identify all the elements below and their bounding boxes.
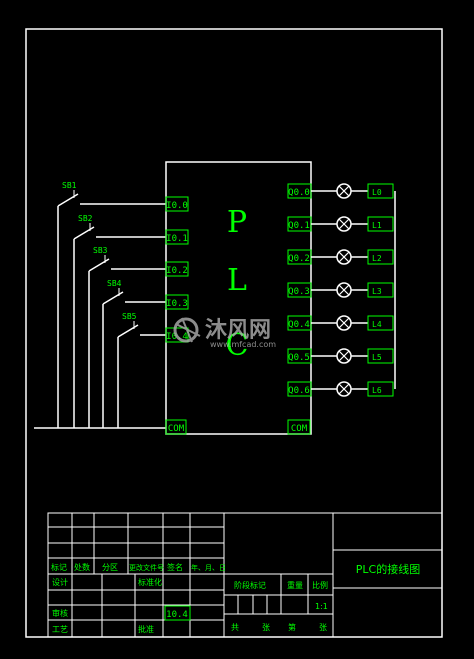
lamp-label-box-3 bbox=[367, 282, 394, 298]
weight: 重量 bbox=[287, 580, 303, 590]
lamp-label-box-5 bbox=[367, 348, 394, 364]
rev-header-zone: 分区 bbox=[102, 563, 118, 572]
rev-header-count: 处数 bbox=[74, 562, 90, 572]
lamp-label-1: L1 bbox=[372, 221, 382, 230]
lamp-cross-b-3 bbox=[338, 284, 350, 296]
title-block-text: 标记 处数 分区 更改文件号 签名 年、月、日 设计 标准化 审核 工艺 批准 … bbox=[51, 562, 420, 634]
row-standard: 标准化 bbox=[138, 577, 162, 587]
output-terminal-label-1: Q0.1 bbox=[288, 221, 310, 231]
rev-header-doc: 更改文件号 bbox=[129, 563, 164, 572]
lamp-cross-b-4 bbox=[338, 317, 350, 329]
row-approve: 批准 bbox=[138, 624, 154, 634]
watermark-url: www.mfcad.com bbox=[210, 340, 276, 349]
input-terminal-label-2: I0.2 bbox=[166, 266, 188, 276]
lamp-label-3: L3 bbox=[372, 287, 382, 296]
com-left-label: COM bbox=[168, 424, 185, 434]
row-review: 审核 bbox=[52, 608, 68, 618]
plc-letter-p: P bbox=[227, 205, 247, 240]
switch-contact-1 bbox=[73, 226, 95, 240]
watermark: 沐风网 www.mfcad.com bbox=[173, 317, 276, 349]
input-terminal-box-0 bbox=[165, 196, 189, 212]
lamp-cross-b-5 bbox=[338, 350, 350, 362]
lamp-label-box-0 bbox=[367, 183, 394, 199]
lamp-cross-b-2 bbox=[338, 251, 350, 263]
lamp-label-box-6 bbox=[367, 381, 394, 397]
sheet-label-2: 张 bbox=[319, 623, 327, 632]
rev-header-mark: 标记 bbox=[51, 562, 67, 572]
output-terminal-label-6: Q0.6 bbox=[288, 386, 310, 396]
scale: 比例 bbox=[312, 580, 328, 590]
switch-label-3: SB4 bbox=[107, 279, 122, 288]
input-terminal-box-2 bbox=[165, 261, 189, 277]
switch-contact-0 bbox=[57, 193, 79, 207]
lamp-label-4: L4 bbox=[372, 320, 382, 329]
output-terminal-label-5: Q0.5 bbox=[288, 353, 310, 363]
input-terminal-label-3: I0.3 bbox=[166, 299, 188, 309]
rev-header-date: 年、月、日 bbox=[191, 563, 226, 572]
field-value: 10.4 bbox=[166, 610, 188, 620]
title-block bbox=[47, 512, 443, 638]
switch-label-0: SB1 bbox=[62, 181, 77, 190]
lamp-label-box-4 bbox=[367, 315, 394, 331]
switch-label-1: SB2 bbox=[78, 214, 93, 223]
watermark-swirl-icon bbox=[175, 317, 201, 343]
sheet-total: 共 bbox=[231, 623, 239, 632]
lamp-label-2: L2 bbox=[372, 254, 382, 263]
output-terminal-label-0: Q0.0 bbox=[288, 188, 310, 198]
rev-header-sign: 签名 bbox=[167, 562, 183, 572]
field-value-box bbox=[164, 605, 191, 621]
plc-letter-l: L bbox=[227, 263, 247, 298]
input-terminal-label-1: I0.1 bbox=[166, 234, 188, 244]
output-terminal-label-2: Q0.2 bbox=[288, 254, 310, 264]
plc-letter-c: C bbox=[226, 328, 249, 363]
watermark-text: 沐风网 bbox=[205, 318, 271, 343]
sheet-label: 张 bbox=[262, 623, 270, 632]
output-terminal-label-4: Q0.4 bbox=[288, 320, 310, 330]
lamp-label-6: L6 bbox=[372, 386, 382, 395]
lamp-cross-b-0 bbox=[338, 185, 350, 197]
input-terminal-label-0: I0.0 bbox=[166, 201, 188, 211]
stage-mark: 阶段标记 bbox=[234, 580, 266, 590]
input-terminal-box-3 bbox=[165, 294, 189, 310]
lamp-cross-b-6 bbox=[338, 383, 350, 395]
lamp-label-box-2 bbox=[367, 249, 394, 265]
com-right-label: COM bbox=[291, 424, 308, 434]
drawing-title: PLC的接线图 bbox=[356, 562, 420, 576]
switch-contact-2 bbox=[88, 258, 110, 272]
switch-contact-3 bbox=[102, 291, 124, 305]
lamp-cross-b-1 bbox=[338, 218, 350, 230]
lamp-label-box-1 bbox=[367, 216, 394, 232]
input-terminal-box-1 bbox=[165, 229, 189, 245]
switch-label-2: SB3 bbox=[93, 246, 108, 255]
com-left-box bbox=[165, 419, 187, 435]
switch-label-4: SB5 bbox=[122, 312, 137, 321]
lamp-label-5: L5 bbox=[372, 353, 382, 362]
row-process: 工艺 bbox=[52, 625, 68, 634]
sheet-page: 第 bbox=[288, 622, 296, 632]
row-design: 设计 bbox=[52, 577, 68, 587]
output-terminal-label-3: Q0.3 bbox=[288, 287, 310, 297]
switch-contact-4 bbox=[117, 324, 139, 338]
watermark-logo-icon bbox=[173, 317, 199, 343]
com-right-box bbox=[287, 419, 311, 435]
scale-value: 1:1 bbox=[315, 602, 328, 611]
lamp-label-0: L0 bbox=[372, 188, 382, 197]
